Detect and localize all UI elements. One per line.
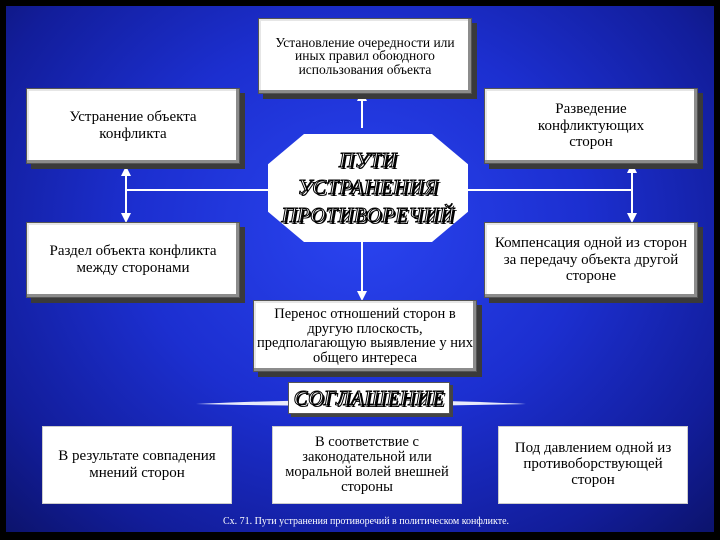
center-hub: ПУТИ УСТРАНЕНИЯ ПРОТИВОРЕЧИЙ xyxy=(268,134,468,242)
agreement-option-2: В соответствие с законодательной или мор… xyxy=(272,426,462,504)
node-top: Установление очередности или иных правил… xyxy=(258,18,472,94)
node-right-bottom: Компенсация одной из сторон за передачу … xyxy=(484,222,698,298)
node-left-top: Устранение объекта конфликта xyxy=(26,88,240,164)
diagram-canvas: Установление очередности или иных правил… xyxy=(6,6,714,532)
node-bottom: Перенос отношений сторон в другую плоско… xyxy=(253,300,477,372)
agreement-label: СОГЛАШЕНИЕ xyxy=(293,385,445,410)
figure-caption: Сх. 71. Пути устранения противоречий в п… xyxy=(222,516,510,527)
agreement-option-3: Под давлением одной из противоборствующе… xyxy=(498,426,688,504)
node-left-bottom: Раздел объекта конфликта между сторонами xyxy=(26,222,240,298)
agreement-box: СОГЛАШЕНИЕ xyxy=(288,382,450,414)
center-label: ПУТИ УСТРАНЕНИЯ ПРОТИВОРЕЧИЙ xyxy=(281,148,455,228)
agreement-option-1: В результате совпадения мнений сторон xyxy=(42,426,232,504)
node-right-top: Разведение конфликтующих сторон xyxy=(484,88,698,164)
